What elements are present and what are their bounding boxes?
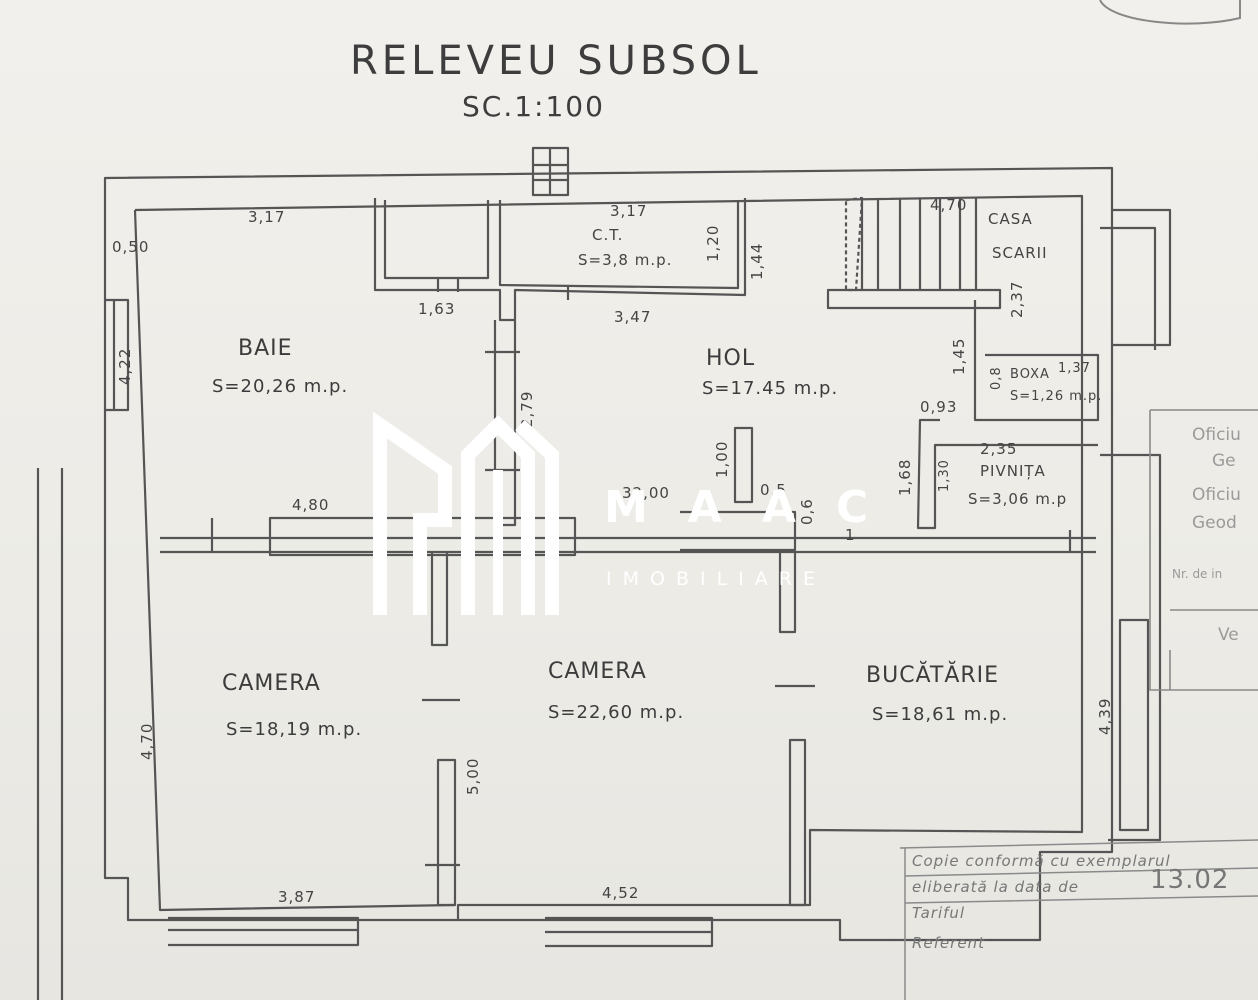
stamp-line: Tariful [912,904,965,922]
room-area-camera-left: S=18,19 m.p. [226,719,362,740]
watermark-subtitle: IMOBILIARE [606,568,826,590]
right-annex [1100,208,1172,350]
room-name-casa-scarii: CASA [988,210,1033,228]
dim-label: 4,52 [602,884,639,902]
dim-label: 1,00 [713,441,731,478]
dim-label: 0,50 [112,238,149,256]
plan-title: RELEVEU SUBSOL [350,38,762,84]
room-area-camera-center: S=22,60 m.p. [548,702,684,723]
stamp-box [899,839,1258,1000]
side-label: Geod [1192,513,1237,533]
watermark-brand: MAAC [604,482,909,533]
room-name-ct: C.T. [592,226,623,244]
dim-label: 4,80 [292,496,329,514]
dim-label: 0,93 [920,398,957,416]
seal-icon [1099,0,1241,25]
stairwell-wall [973,300,1100,422]
side-label: Nr. de in [1172,567,1222,581]
bottom-window-1 [168,916,360,947]
ct-wall [498,200,740,290]
dim-label: 1,37 [1058,361,1091,376]
dim-label: 3,17 [248,208,285,226]
dim-label: 4,39 [1096,698,1114,735]
room-name-casa-scarii-2: SCARII [992,244,1048,262]
room-area-baie: S=20,26 m.p. [212,376,348,397]
dim-label: 3,87 [278,888,315,906]
room-name-bucatarie: BUCĂTĂRIE [866,661,999,688]
dim-label: 1,63 [418,300,455,318]
side-label: Oficiu [1192,425,1241,445]
stamp-line: eliberată la data de [912,878,1079,896]
dim-label: 1,20 [704,225,722,262]
dim-label: 32,00 [622,484,670,502]
left-edge-line [36,468,64,1000]
dim-label: 1,44 [748,243,766,280]
dim-label: 1 [845,526,856,544]
left-inner-wall [133,209,456,912]
dim-label: 0,5 [760,481,787,499]
stamp-line: Referent [912,934,985,952]
room-area-ct: S=3,8 m.p. [578,251,672,269]
hol-partition [733,426,754,504]
dim-label: 1,45 [950,338,968,375]
dim-label: 4,70 [138,723,156,760]
room-name-camera-center: CAMERA [548,659,647,684]
outer-wall-inner-line [134,194,1084,920]
dim-label: 3,47 [614,308,651,326]
dim-label: 2,79 [518,391,536,428]
wall-camera-bucatarie [778,552,807,907]
wall-between-camera-rooms [430,552,457,907]
room-name-camera-left: CAMERA [222,671,321,696]
dim-label: 0,8 [989,366,1004,390]
side-label: Ge [1212,451,1236,471]
dim-label: 0,6 [798,498,816,525]
dim-label: 1,68 [896,459,914,496]
dim-label: 5,00 [464,758,482,795]
cadastre-form-box [1149,409,1258,691]
outer-wall [103,166,1114,942]
room-area-hol: S=17.45 m.p. [702,378,838,399]
dim-label: 2,37 [1008,281,1026,318]
dim-label: 2,35 [980,440,1017,458]
maac-logo-icon [373,411,559,615]
chimney [531,146,570,197]
middle-horizontal-wall [160,536,1096,554]
side-label: Oficiu [1192,485,1241,505]
stamp-line: Copie conformă cu exemplarul [912,852,1171,870]
side-label: Ve [1218,625,1239,645]
room-name-boxa: BOXA [1010,367,1050,382]
upper-small-room-wall [373,198,747,322]
left-window [105,298,130,412]
bottom-window-2 [545,916,714,948]
stamp-date: 13.02 [1150,865,1229,895]
dim-label: 1,30 [937,459,952,492]
plan-scale: SC.1:100 [462,90,605,123]
dim-label: 4,22 [116,348,134,385]
room-name-pivnita: PIVNIȚA [980,462,1046,480]
dim-label: 4,70 [930,196,967,214]
dim-label: 3,17 [610,202,647,220]
room-area-bucatarie: S=18,61 m.p. [872,704,1008,725]
room-name-baie: BAIE [238,336,293,361]
room-area-pivnita: S=3,06 m.p [968,490,1067,508]
stair-block [826,288,1002,310]
room-name-hol: HOL [706,346,755,371]
room-area-boxa: S=1,26 m.p. [1010,389,1102,404]
